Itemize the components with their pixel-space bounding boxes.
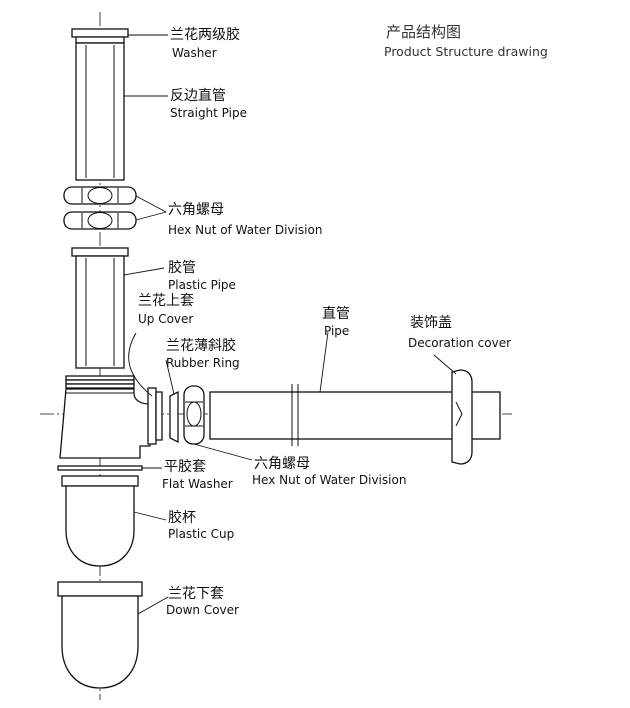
rubber-ring-label-en: Rubber Ring [166,356,240,370]
up-cover-label-en: Up Cover [138,312,193,326]
washer-part [71,28,129,44]
down-cover-part [57,581,143,689]
leader-lines [123,34,457,615]
trap-body-part [59,375,151,459]
hex-nut-top-label-en: Hex Nut of Water Division [168,223,322,237]
plastic-pipe-label-en: Plastic Pipe [168,278,236,292]
up-cover-label-cn: 兰花上套 [138,293,194,309]
hex-nut-side-label-cn: 六角螺母 [254,456,310,472]
straight-pipe-part [75,42,125,181]
decoration-cover-part [451,369,473,465]
rubber-ring-label-cn: 兰花薄斜胶 [166,337,236,354]
up-cover-part [147,387,163,445]
flat-washer-label-en: Flat Washer [162,477,233,491]
plastic-cup-label-en: Plastic Cup [168,527,234,541]
plastic-pipe-part [71,247,129,369]
pipe-label-en: Pipe [324,324,349,338]
plastic-cup-part [61,475,139,567]
washer-label-cn: 兰花两级胶 [170,26,240,43]
decoration-label-cn: 装饰盖 [410,315,452,331]
title-en: Product Structure drawing [384,44,548,59]
decoration-label-en: Decoration cover [408,336,511,350]
hex-nut-side-label-en: Hex Nut of Water Division [252,473,406,487]
hex-nut-top-part [63,186,137,230]
hex-nut-side-part [183,385,205,445]
title-cn: 产品结构图 [386,23,461,41]
plastic-pipe-label-cn: 胶管 [168,259,196,276]
straight-pipe-label-en: Straight Pipe [170,106,247,120]
flat-washer-part [57,465,143,471]
down-cover-label-en: Down Cover [166,603,239,617]
washer-label-en: Washer [172,46,217,60]
hex-nut-top-label-cn: 六角螺母 [168,202,224,218]
plastic-cup-label-cn: 胶杯 [168,509,196,526]
pipe-label-cn: 直管 [322,305,350,322]
down-cover-label-cn: 兰花下套 [168,586,224,602]
flat-washer-label-cn: 平胶套 [164,458,206,475]
rubber-ring-part [169,390,179,444]
straight-pipe-label-cn: 反边直管 [170,87,226,104]
